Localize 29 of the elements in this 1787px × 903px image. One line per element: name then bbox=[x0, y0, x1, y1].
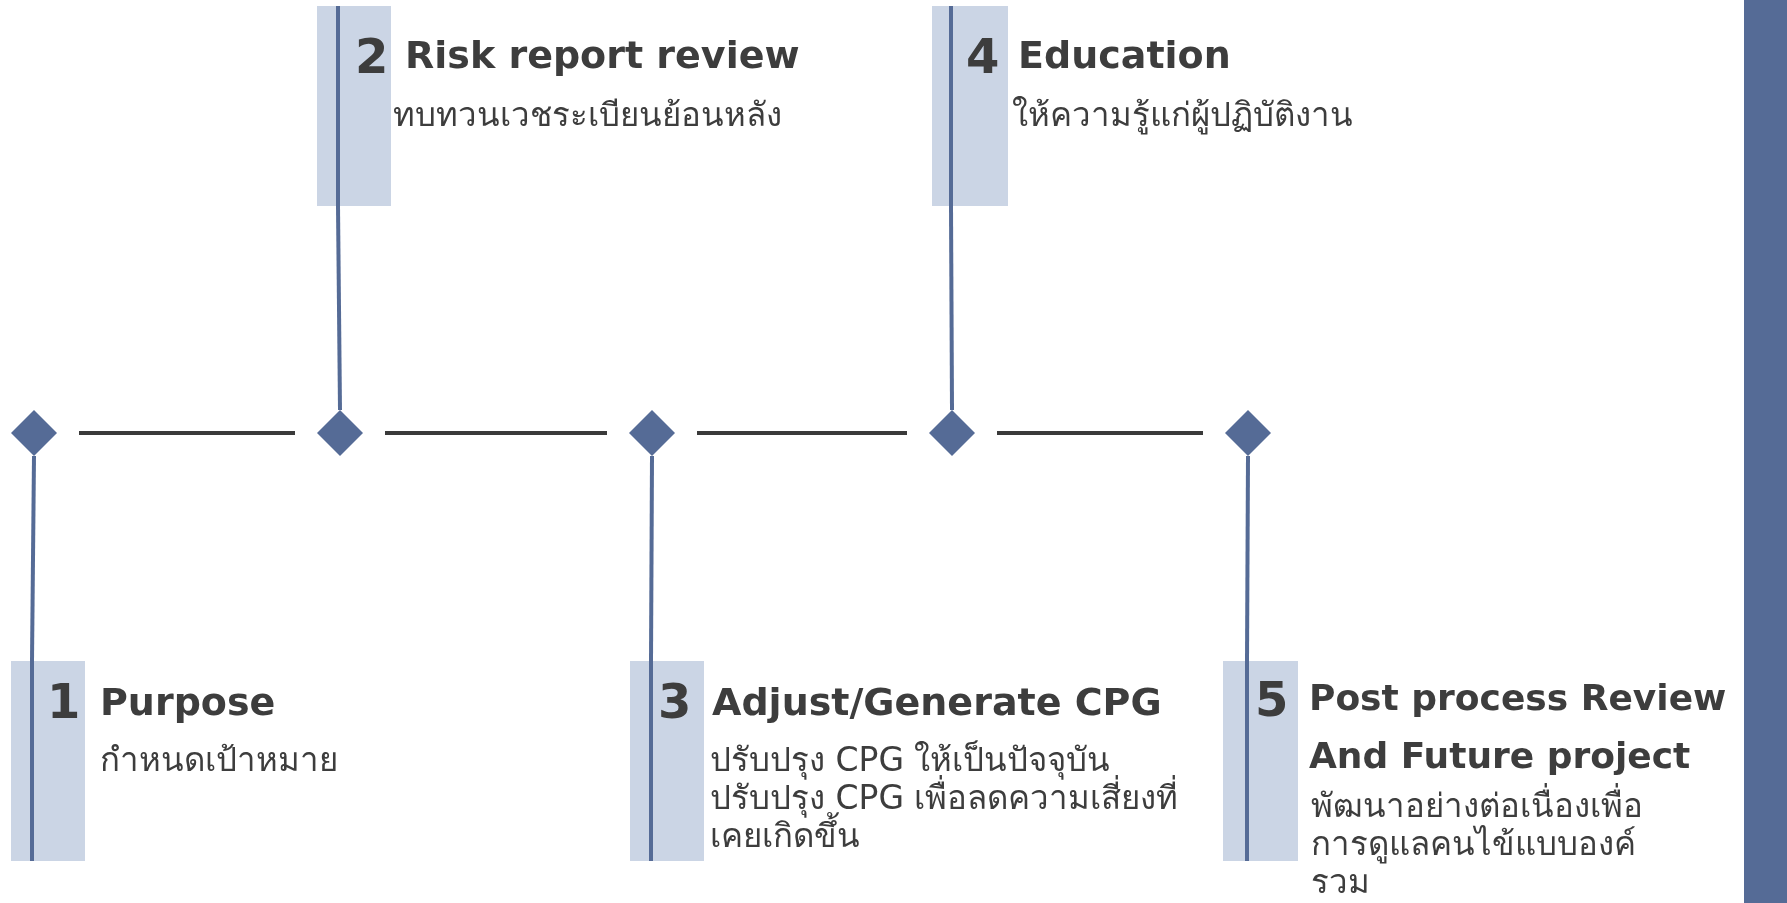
connector-line bbox=[1245, 456, 1250, 661]
milestone-diamond bbox=[11, 410, 57, 456]
connector-line bbox=[30, 455, 36, 662]
milestone-diamond bbox=[629, 410, 675, 456]
milestone-diamond bbox=[929, 410, 975, 456]
step-title: Adjust/Generate CPG bbox=[712, 679, 1163, 726]
connector-line bbox=[649, 456, 654, 661]
step-description: ให้ความรู้แก่ผู้ปฏิบัติงาน bbox=[1012, 96, 1354, 134]
step-number: 5 bbox=[1255, 673, 1289, 725]
milestone-diamond bbox=[1225, 410, 1271, 456]
step-number: 2 bbox=[355, 30, 389, 82]
timeline-line bbox=[385, 431, 607, 435]
step-description: ปรับปรุง CPG ให้เป็นปัจจุบัน ปรับปรุง CPG เพื่อลดความเสี่ยงที่เคยเกิดขึ้น bbox=[710, 741, 1180, 855]
milestone-diamond bbox=[317, 410, 363, 456]
timeline-line bbox=[997, 431, 1203, 435]
step-title: Education bbox=[1018, 32, 1232, 79]
timeline-line bbox=[79, 431, 295, 435]
step-number: 3 bbox=[658, 675, 692, 727]
step-title: Post process Review And Future project bbox=[1309, 676, 1728, 778]
step-title: Purpose bbox=[100, 679, 277, 726]
step-number: 1 bbox=[47, 675, 81, 727]
timeline-line bbox=[697, 431, 907, 435]
step-title: Risk report review bbox=[405, 32, 801, 79]
step-number: 4 bbox=[966, 30, 1000, 82]
step-description: กำหนดเป้าหมาย bbox=[100, 741, 339, 779]
side-band bbox=[1744, 0, 1787, 903]
connector-line bbox=[336, 205, 342, 411]
step-description: ทบทวนเวชระเบียนย้อนหลัง bbox=[393, 96, 783, 134]
connector-line bbox=[949, 206, 954, 410]
